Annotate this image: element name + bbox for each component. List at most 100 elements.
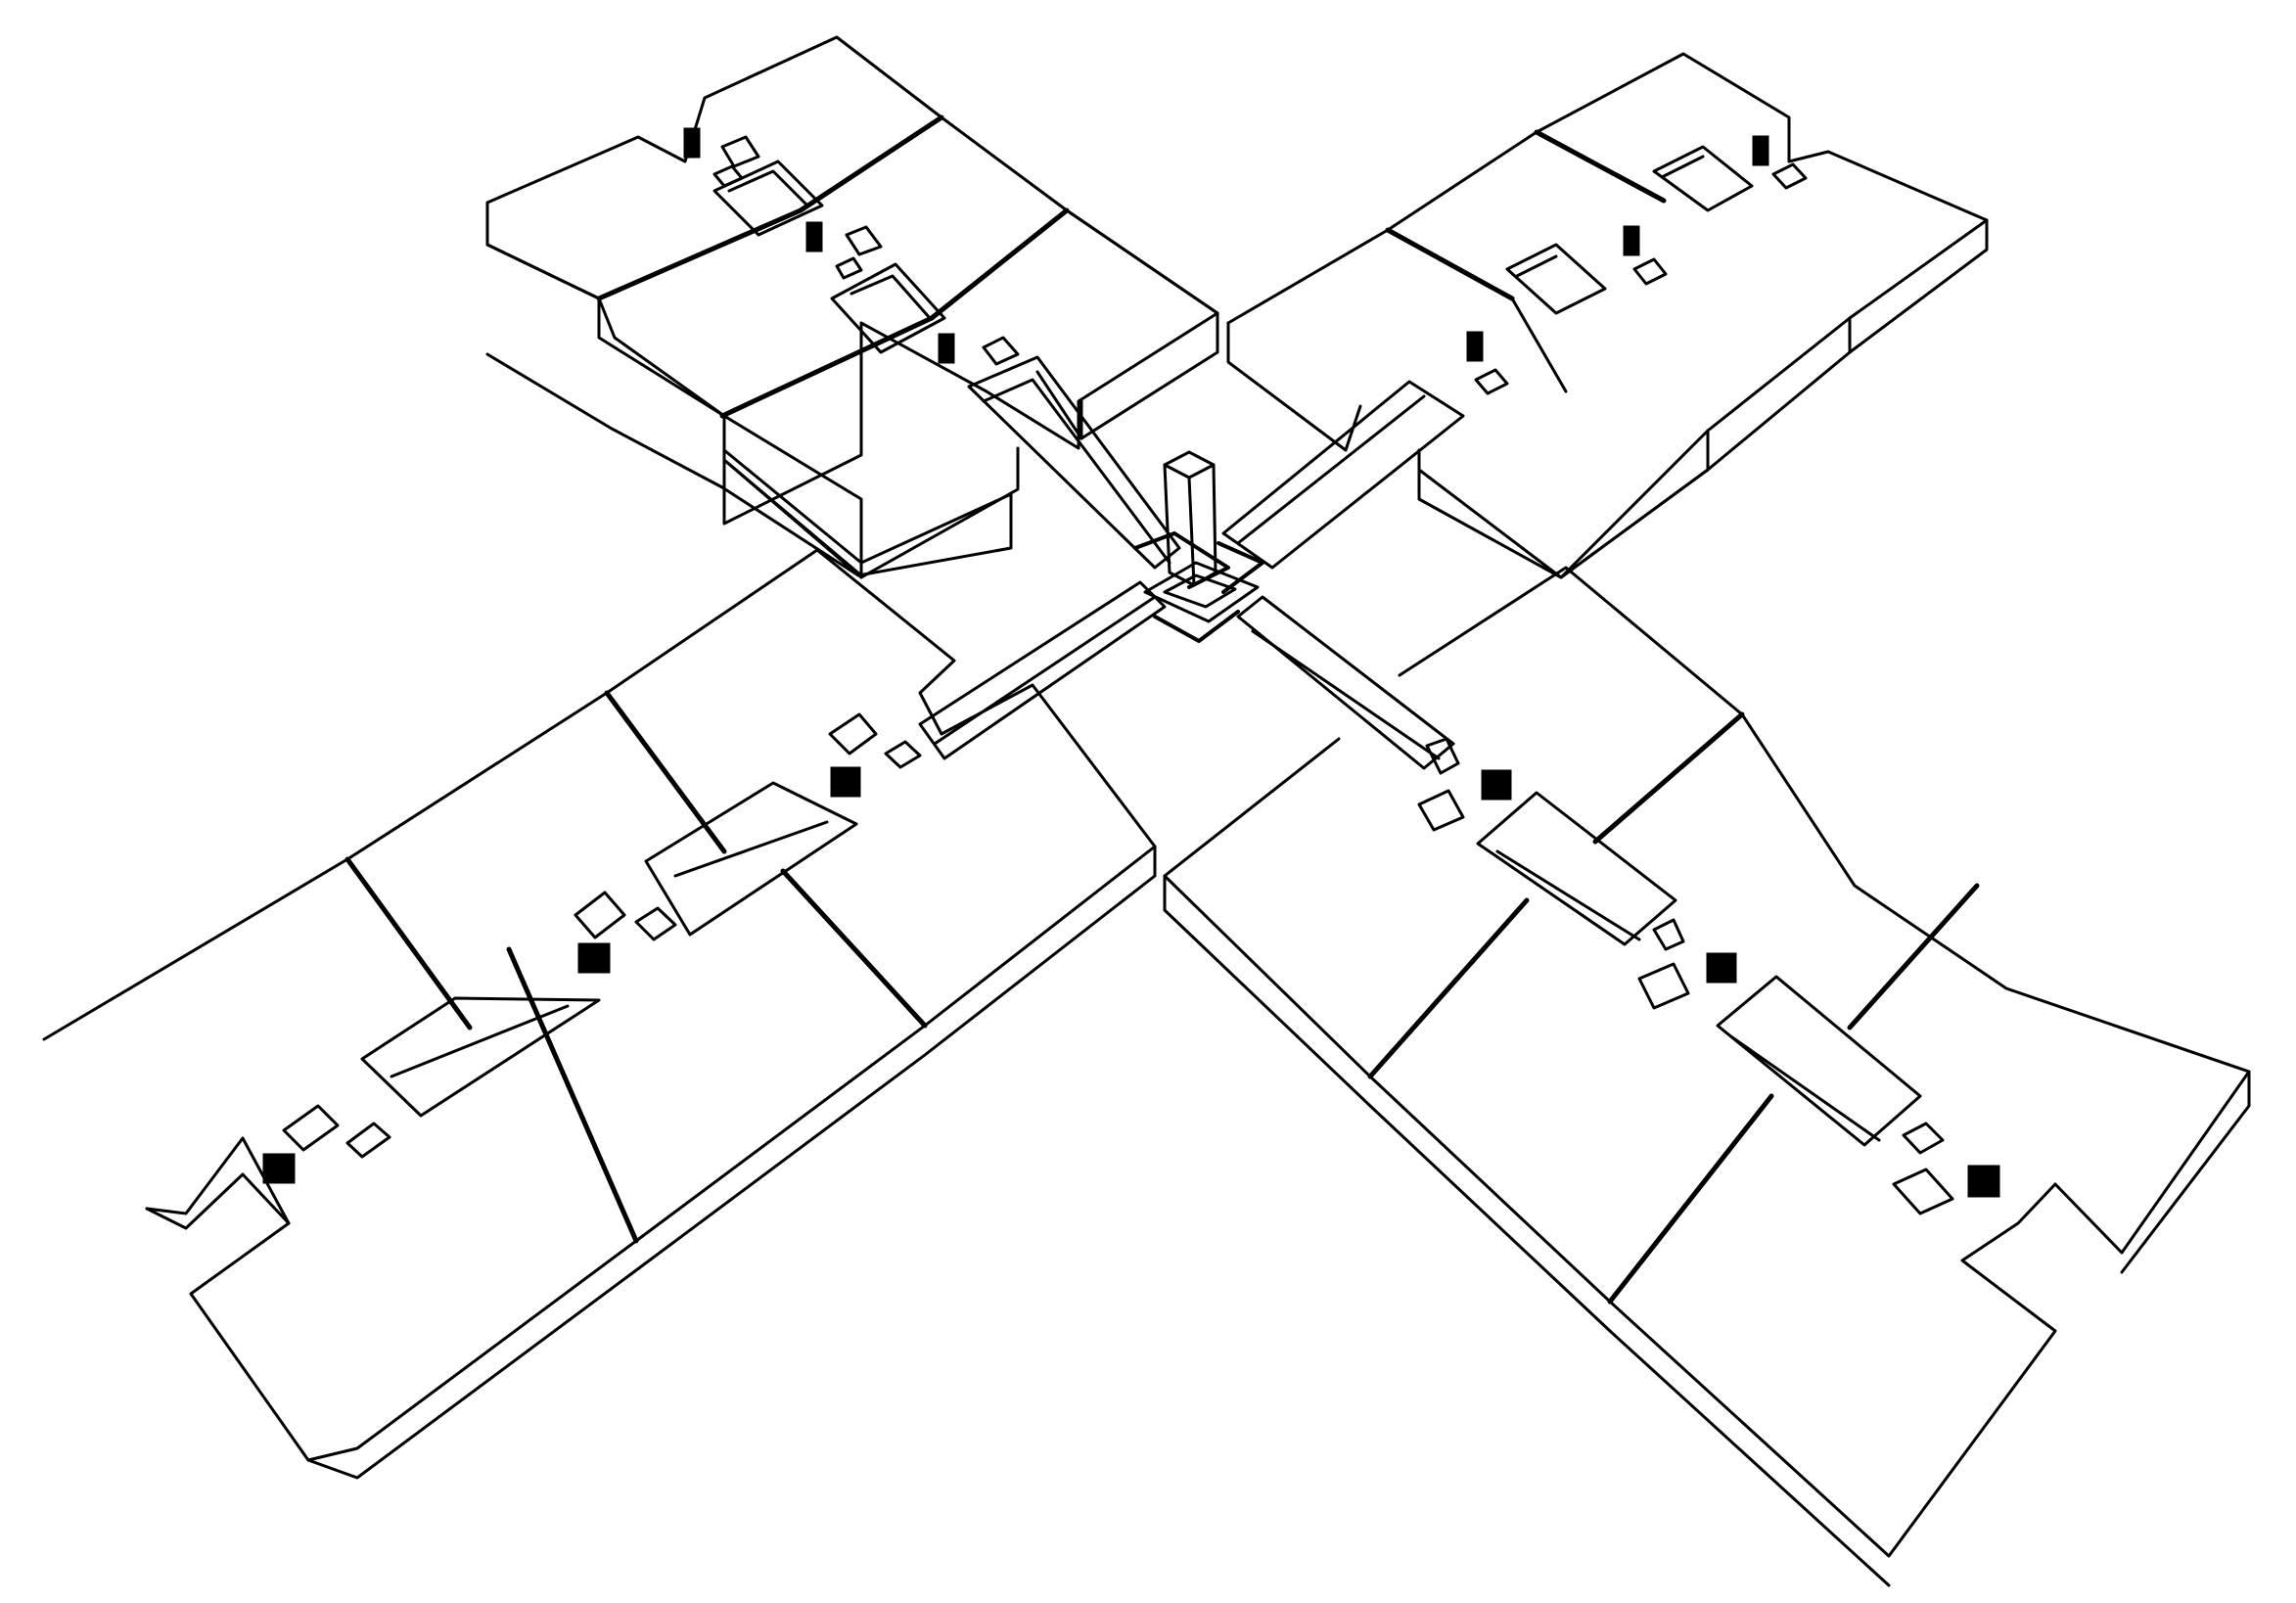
- sw-corridor-inner: [933, 595, 1157, 746]
- se-pyramid-2: [1417, 789, 1465, 832]
- sw-pyramid-3: [828, 712, 878, 756]
- arm-south-east: [1163, 566, 2251, 1587]
- ne-pyramid-2: [1632, 257, 1668, 286]
- ne-block-outline: [1226, 52, 1989, 579]
- se-divider-4: [1847, 883, 1980, 1030]
- ne-trench-2: [1505, 243, 1607, 315]
- ne-lower-block: [1417, 448, 1710, 579]
- nw-pyramid-1: [720, 135, 760, 168]
- sw-sq-2: [634, 906, 677, 941]
- ne-box-3: [1466, 331, 1484, 362]
- se-divider-1: [1367, 897, 1530, 1079]
- se-trench-2: [1716, 975, 1922, 1147]
- se-box-2: [1706, 952, 1737, 984]
- ne-box-1: [1752, 135, 1769, 166]
- sw-block-bottom-side: [145, 1172, 291, 1230]
- ne-right-side: [1559, 218, 1989, 579]
- nw-divider-1: [596, 207, 804, 301]
- ne-box-2: [1623, 225, 1640, 256]
- arm-north-east: [1221, 52, 1989, 579]
- ne-trench-2-inner: [1515, 254, 1558, 278]
- sw-box-2: [577, 942, 611, 974]
- ne-divider-2: [1534, 129, 1667, 204]
- nw-sq-1: [712, 164, 744, 188]
- nw-trench-2-inner: [850, 274, 932, 320]
- nw-box-3: [938, 333, 955, 364]
- nw-lower-edge: [722, 458, 863, 579]
- ne-pyramid-3: [1474, 368, 1509, 395]
- ne-trench-1-inner: [1662, 155, 1705, 178]
- ne-corridor-inner: [1236, 394, 1426, 545]
- ne-block-side: [1226, 321, 1362, 452]
- nw-sq-2: [835, 256, 863, 280]
- se-block-outline: [1163, 566, 2251, 1558]
- nw-right-block-edge: [1035, 370, 1083, 440]
- nw-pyramid-3: [982, 336, 1020, 366]
- se-right-side: [2120, 1070, 2251, 1274]
- ne-lower-divider: [1510, 297, 1568, 393]
- sw-box-3: [830, 766, 861, 798]
- nw-corridor-inner: [982, 378, 1171, 565]
- se-pyramid-3: [1652, 918, 1685, 951]
- sw-divider-4: [780, 868, 928, 1029]
- se-sq-1: [1902, 1122, 1945, 1155]
- sw-block-outline: [42, 548, 1157, 1462]
- nw-trench-1: [712, 160, 824, 237]
- nw-pyramid-2: [845, 225, 883, 256]
- nw-box-2: [805, 221, 823, 252]
- nw-trench-2: [830, 262, 946, 354]
- sw-sq-1: [345, 1122, 391, 1159]
- se-sq-2: [1892, 1168, 1954, 1215]
- nw-trench-1-inner: [727, 169, 809, 207]
- se-trench-2-inner: [1730, 1035, 1881, 1142]
- nw-block-outline: [485, 35, 1219, 577]
- se-divider-3: [1592, 711, 1745, 845]
- se-block-side: [1163, 874, 1891, 1587]
- se-trench-1-inner: [1495, 849, 1641, 941]
- se-divider-2: [1607, 1093, 1774, 1305]
- ne-trench-1: [1652, 145, 1754, 212]
- arm-south-west: [42, 548, 1167, 1480]
- sw-corridor: [918, 580, 1167, 760]
- sw-sq-3: [884, 740, 922, 769]
- nw-block-left-side: [485, 243, 726, 418]
- tower-block: [1163, 450, 1217, 587]
- sw-block-front-side: [306, 845, 1157, 1480]
- ne-corridor: [1221, 380, 1465, 570]
- sw-box-1: [262, 1153, 296, 1184]
- sw-trench-1: [360, 996, 601, 1118]
- se-box-1: [1481, 769, 1512, 801]
- sw-divider-1: [344, 856, 473, 1030]
- nw-divider-4: [929, 207, 1070, 321]
- se-trench-1: [1476, 791, 1677, 946]
- nw-box-1: [683, 127, 701, 159]
- sw-pyramid-1: [282, 1104, 340, 1152]
- se-box-3: [1967, 1165, 2000, 1198]
- sw-divider-2: [506, 946, 639, 1244]
- tower-top: [1163, 450, 1216, 480]
- hub-square-outer: [1143, 561, 1260, 623]
- hub-cross-2: [1217, 541, 1264, 594]
- tower-left: [1163, 463, 1196, 587]
- sw-trench-1-inner: [390, 1004, 570, 1078]
- se-pyramid-4: [1637, 962, 1690, 1010]
- tower-right: [1192, 463, 1217, 587]
- hub-cross-3: [1153, 610, 1240, 643]
- ne-divider-1: [1385, 227, 1515, 301]
- arm-north-west: [485, 35, 1219, 579]
- central-hub: [1133, 450, 1264, 643]
- nw-divider-3: [798, 114, 944, 213]
- sw-trench-2: [644, 781, 858, 937]
- sw-divider-3: [604, 690, 727, 854]
- sw-pyramid-2: [574, 891, 626, 939]
- sw-trench-2-inner: [673, 820, 829, 878]
- nw-corridor: [967, 355, 1181, 570]
- nw-right-block: [1065, 208, 1219, 440]
- se-corridor-inner: [1251, 629, 1441, 760]
- ne-pyramid-1: [1771, 162, 1808, 190]
- nw-divider-2: [719, 315, 935, 419]
- se-pyramid-1: [1425, 737, 1460, 775]
- se-corridor: [1236, 595, 1455, 770]
